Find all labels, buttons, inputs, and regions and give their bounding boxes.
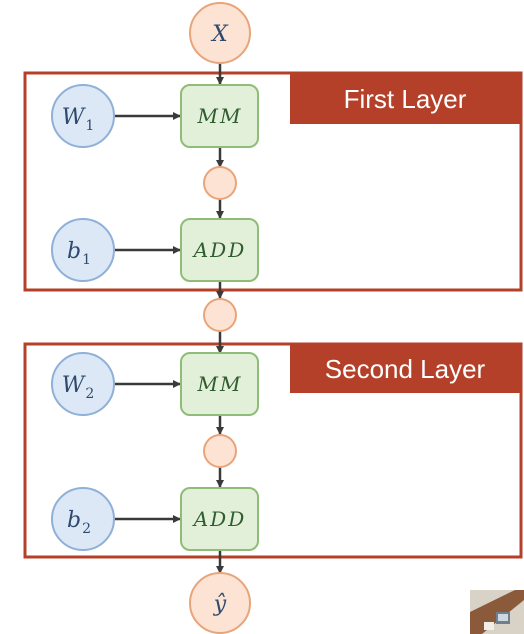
- b1-label: b1: [67, 239, 91, 268]
- mm1-label: MM: [197, 104, 243, 128]
- b2-label: b2: [67, 508, 91, 537]
- b2-node: b2: [51, 487, 115, 551]
- output-node: ŷ: [189, 572, 251, 634]
- mm2-node: MM: [180, 352, 259, 416]
- b1-node: b1: [51, 218, 115, 282]
- output-label: ŷ: [213, 592, 227, 617]
- input-label: X: [210, 22, 229, 47]
- first-layer-title: First Layer: [344, 84, 467, 114]
- hidden-node-2: [203, 298, 237, 332]
- w2-label: W2: [62, 373, 95, 402]
- w2-node: W2: [51, 352, 115, 416]
- corner-thumbnail: [470, 590, 524, 634]
- add1-label: ADD: [192, 238, 247, 262]
- hidden-node-1: [203, 166, 237, 200]
- add2-node: ADD: [180, 487, 259, 551]
- first-layer-frame: [23, 71, 523, 292]
- second-layer-title: Second Layer: [325, 354, 486, 384]
- second-layer-frame: [23, 342, 523, 559]
- add1-node: ADD: [180, 218, 259, 282]
- w1-label: W1: [62, 105, 95, 134]
- w1-node: W1: [51, 84, 115, 148]
- mm2-label: MM: [197, 372, 243, 396]
- second-layer-banner: [290, 344, 521, 393]
- first-layer-banner: [290, 73, 521, 124]
- add2-label: ADD: [192, 507, 247, 531]
- hidden-node-3: [203, 434, 237, 468]
- input-node: X: [189, 2, 251, 64]
- mm1-node: MM: [180, 84, 259, 148]
